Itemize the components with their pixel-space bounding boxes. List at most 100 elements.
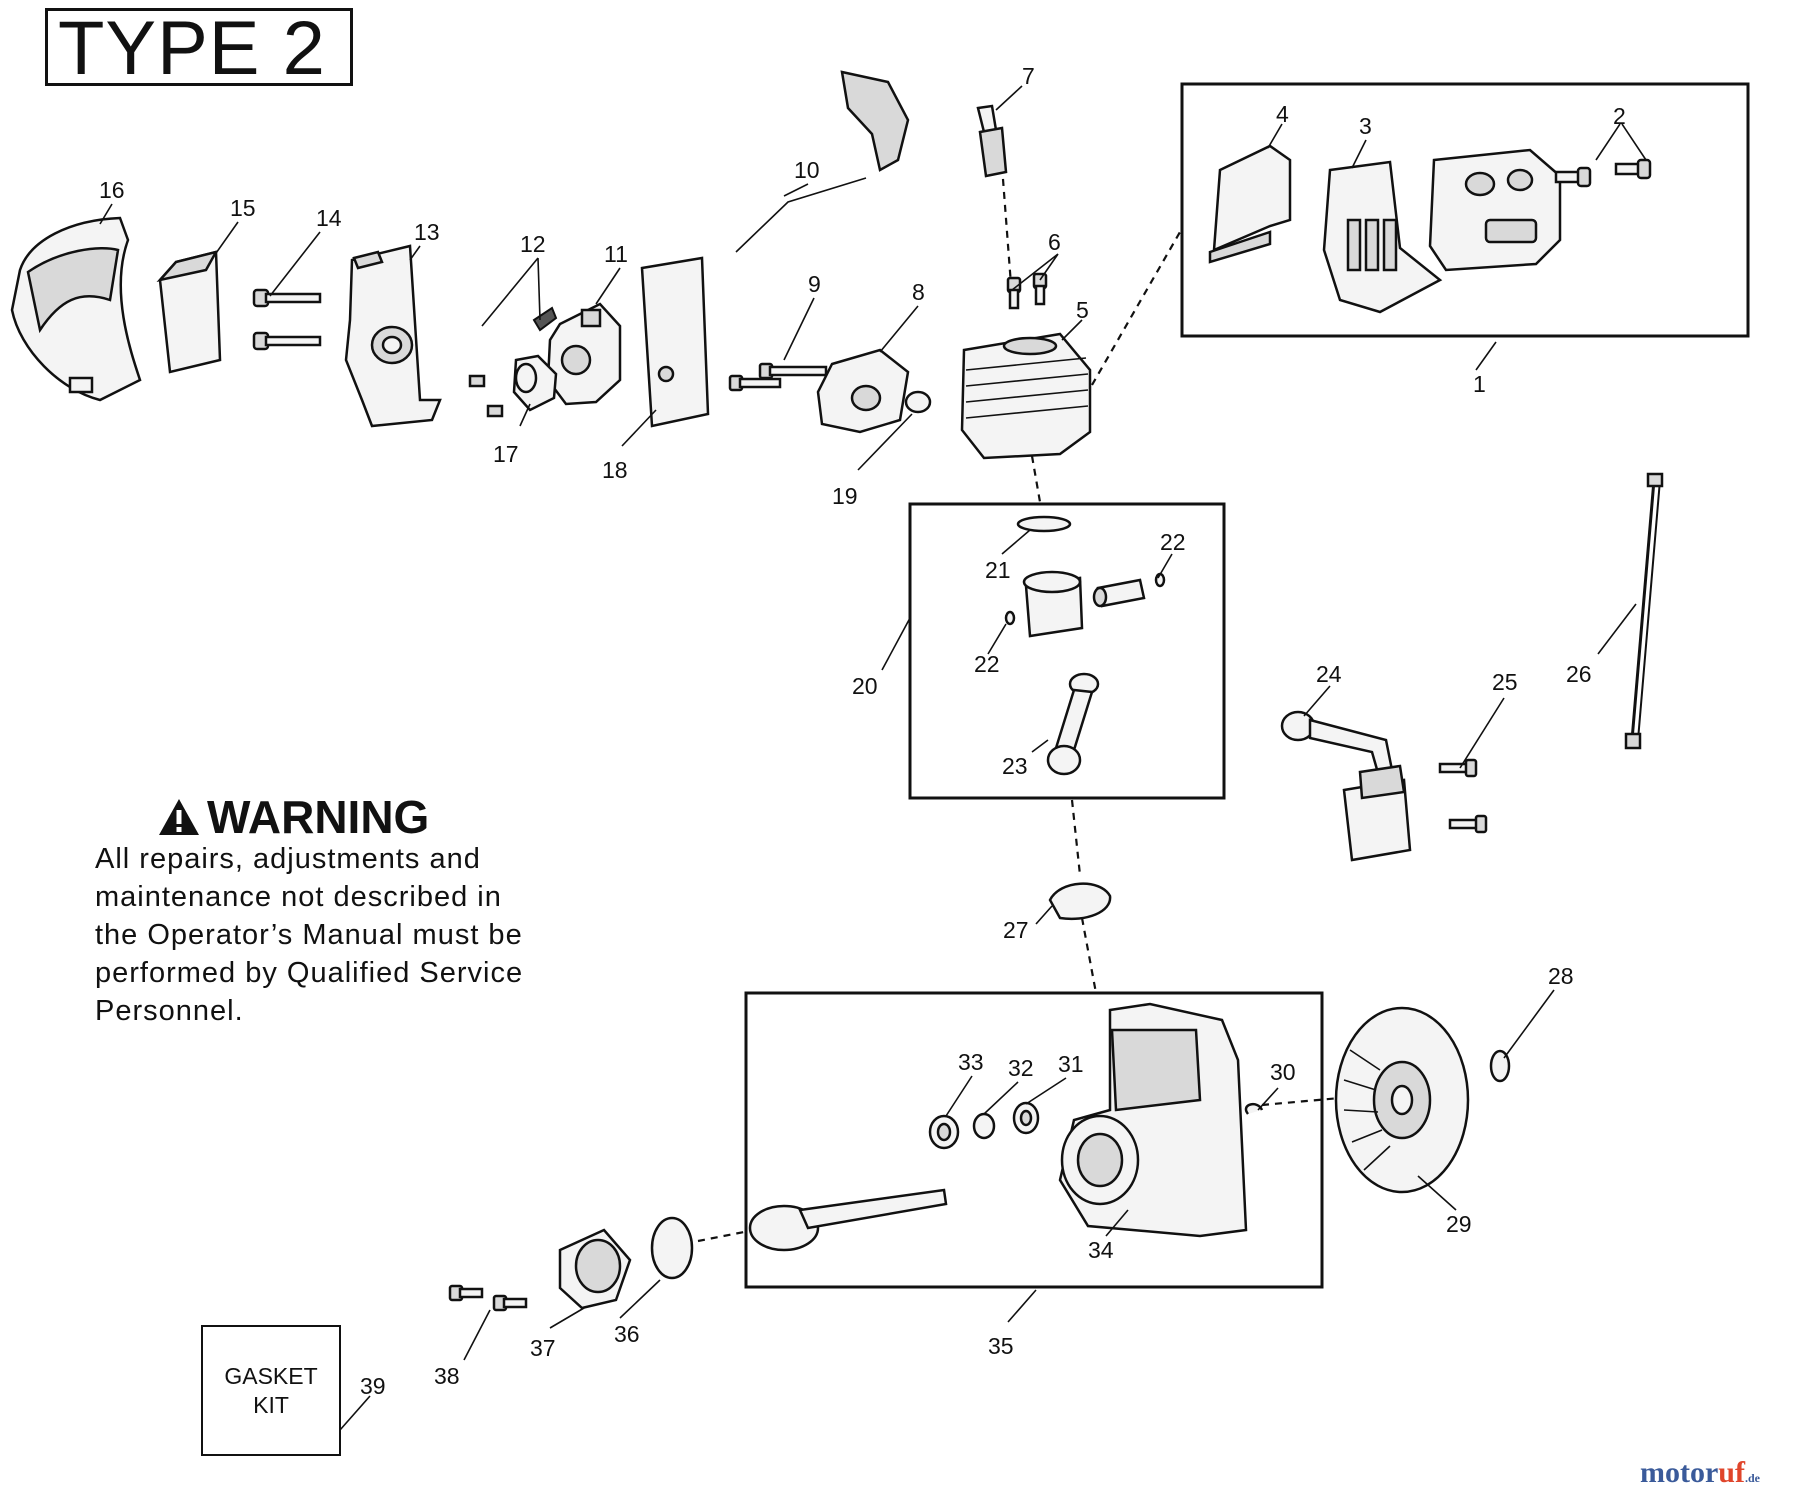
o-ring-part <box>650 1216 694 1280</box>
muffler-assembly-box <box>1180 82 1750 338</box>
part-number-label: 6 <box>1048 229 1061 255</box>
cylinder-screws-part <box>1006 272 1048 310</box>
cylinder-part <box>960 332 1092 460</box>
cylinder-piston-dash-line <box>1030 455 1042 503</box>
part-number-label: 17 <box>493 441 519 467</box>
part-number-label: 14 <box>316 205 342 231</box>
part-number-label: 5 <box>1076 297 1089 323</box>
part-number-label: 12 <box>520 231 546 257</box>
watermark-suffix: .de <box>1744 1471 1760 1485</box>
part-number-label: 33 <box>958 1049 984 1075</box>
part-number-label: 2 <box>1613 103 1626 129</box>
part-number-label: 9 <box>808 271 821 297</box>
part-number-label: 22 <box>1160 529 1186 555</box>
part-number-label: 18 <box>602 457 628 483</box>
spark-plug-dash-line <box>1000 165 1014 299</box>
part-number-label: 11 <box>604 241 628 267</box>
part-number-label: 36 <box>614 1321 640 1347</box>
watermark-accent: uf <box>1718 1456 1745 1489</box>
part-number-label: 29 <box>1446 1211 1472 1237</box>
watermark-logo: motoruf.de <box>1640 1456 1760 1490</box>
part-number-label: 8 <box>912 279 925 305</box>
part-number-label: 34 <box>1088 1237 1114 1263</box>
part-number-label: 28 <box>1548 963 1574 989</box>
ignition-screws-part <box>1438 758 1488 834</box>
piston-part <box>1022 570 1084 638</box>
crankcase-assembly-box <box>744 991 1324 1289</box>
muffler-dash-line <box>1091 231 1181 386</box>
part-number-label: 30 <box>1270 1059 1296 1085</box>
gasket-kit-line: KIT <box>253 1391 289 1418</box>
gasket-kit-line: GASKET <box>224 1362 318 1389</box>
part-number-label: 27 <box>1003 917 1029 943</box>
leader-lines <box>99 85 1647 1431</box>
primer-bulb-part <box>468 354 558 418</box>
crankcase-part <box>1058 1002 1248 1238</box>
part-number-label: 15 <box>230 195 256 221</box>
part-number-label: 32 <box>1008 1055 1034 1081</box>
clutch-housing-part <box>558 1228 632 1310</box>
part-number-label: 19 <box>832 483 858 509</box>
bearing-bore <box>936 1122 952 1142</box>
warning-heading-text: WARNING <box>207 791 430 843</box>
heat-shield-bracket-part <box>1208 144 1292 264</box>
part-number-label: 31 <box>1058 1051 1084 1077</box>
crankcase-gasket-part <box>1048 882 1112 921</box>
warning-line: maintenance not described in <box>95 881 502 913</box>
spark-plug-part <box>976 104 1008 178</box>
warning-triangle-icon <box>159 799 199 835</box>
part-number-label: 22 <box>974 651 1000 677</box>
carburetor-part <box>532 302 622 406</box>
part-number-label: 26 <box>1566 661 1592 687</box>
part-number-label: 20 <box>852 673 878 699</box>
seal-bore <box>1019 1109 1033 1127</box>
part-number-label: 25 <box>1492 669 1518 695</box>
warning-line: the Operator’s Manual must be <box>95 919 523 951</box>
part-number-label: 10 <box>794 157 820 183</box>
warning-line: performed by Qualified Service <box>95 957 524 989</box>
piston-ring-part <box>1016 515 1072 533</box>
intake-gasket-plate-part <box>640 256 710 428</box>
throttle-link-part <box>735 70 910 253</box>
intake-bolts-part <box>728 362 828 392</box>
warning-block: WARNING All repairs, adjustments and mai… <box>95 790 615 1030</box>
retaining-clip-part <box>904 390 932 414</box>
muffler-body-part <box>1428 148 1562 272</box>
air-filter-element-part <box>156 250 222 374</box>
type-title: TYPE 2 <box>45 8 353 87</box>
seal-dash-line <box>697 1230 745 1243</box>
warning-line: All repairs, adjustments and <box>95 843 481 875</box>
long-screws-part <box>252 288 322 351</box>
circlip-part <box>1004 610 1016 626</box>
housing-screws-part <box>448 1284 528 1312</box>
part-number-label: 39 <box>360 1373 386 1399</box>
part-number-label: 4 <box>1276 101 1289 127</box>
warning-heading: WARNING <box>157 790 615 844</box>
wrist-pin-part <box>1092 578 1146 608</box>
air-filter-base-part <box>344 244 442 428</box>
connecting-rod-part <box>1046 672 1100 776</box>
piston-assembly-box <box>908 502 1226 800</box>
gasket-crankcase-dash-line <box>1080 917 1098 994</box>
warning-text: All repairs, adjustments and maintenance… <box>95 840 615 1030</box>
piston-gasket-dash-line <box>1070 799 1082 876</box>
muffler-heat-shield-part <box>1322 160 1443 314</box>
part-number-label: 24 <box>1316 661 1342 687</box>
part-number-label: 13 <box>414 219 440 245</box>
washer-part <box>972 1112 996 1140</box>
ignition-module-part <box>1280 710 1412 862</box>
gasket-kit-box: GASKET KIT <box>201 1325 341 1456</box>
part-number-label: 16 <box>99 177 125 203</box>
part-number-label: 1 <box>1473 371 1486 397</box>
ignition-wire-part <box>1624 472 1664 750</box>
warning-line: Personnel. <box>95 995 244 1027</box>
part-number-label: 38 <box>434 1363 460 1389</box>
air-filter-cover-part <box>10 216 142 402</box>
part-number-label: 37 <box>530 1335 556 1361</box>
crankshaft-part <box>748 1188 948 1252</box>
part-number-label: 21 <box>985 557 1011 583</box>
intake-manifold-part <box>816 348 910 434</box>
flywheel-part <box>1334 1006 1470 1194</box>
part-number-label: 3 <box>1359 113 1372 139</box>
